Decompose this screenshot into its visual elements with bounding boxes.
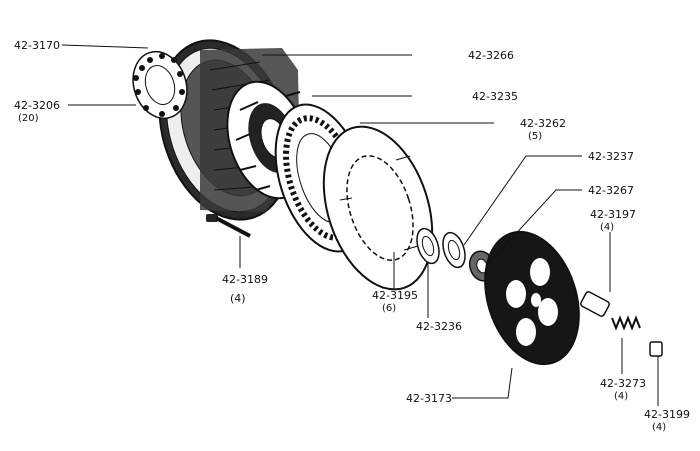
leader-lines xyxy=(61,44,659,406)
label-42-3195: 42-3195 xyxy=(372,289,418,302)
label-42-3189-qty: (4) xyxy=(230,292,246,305)
label-42-3237: 42-3237 xyxy=(588,150,634,163)
label-42-3235: 42-3235 xyxy=(472,90,518,103)
label-42-3262: 42-3262 xyxy=(520,117,566,130)
label-42-3273-qty: (4) xyxy=(614,391,628,402)
pressure-plate-42-3173 xyxy=(484,230,580,366)
part-labels: 42-3170 42-3206 (20) 42-3266 42-3235 42-… xyxy=(14,39,690,433)
label-42-3267: 42-3267 xyxy=(588,184,634,197)
plain-plate-42-3195 xyxy=(322,125,434,291)
label-42-3236: 42-3236 xyxy=(416,320,462,333)
label-42-3189: 42-3189 xyxy=(222,273,268,286)
label-42-3195-qty: (6) xyxy=(382,303,396,314)
label-42-3170: 42-3170 xyxy=(14,39,60,52)
thrust-washers xyxy=(416,227,466,269)
label-42-3266: 42-3266 xyxy=(468,49,514,62)
spring-42-3273 xyxy=(611,315,641,331)
label-42-3199-qty: (4) xyxy=(652,422,666,433)
label-42-3273: 42-3273 xyxy=(600,377,646,390)
label-42-3206-qty: (20) xyxy=(18,113,39,124)
screw-42-3199 xyxy=(649,341,663,357)
label-42-3197-qty: (4) xyxy=(600,222,614,233)
label-42-3206: 42-3206 xyxy=(14,99,60,112)
spring-cup-42-3197 xyxy=(580,291,610,317)
bolt-42-3189 xyxy=(206,214,251,238)
label-42-3173: 42-3173 xyxy=(406,392,452,405)
label-42-3262-qty: (5) xyxy=(528,131,542,142)
label-42-3199: 42-3199 xyxy=(644,408,690,421)
label-42-3197: 42-3197 xyxy=(590,208,636,221)
rollers-bearing-cage xyxy=(132,50,188,120)
